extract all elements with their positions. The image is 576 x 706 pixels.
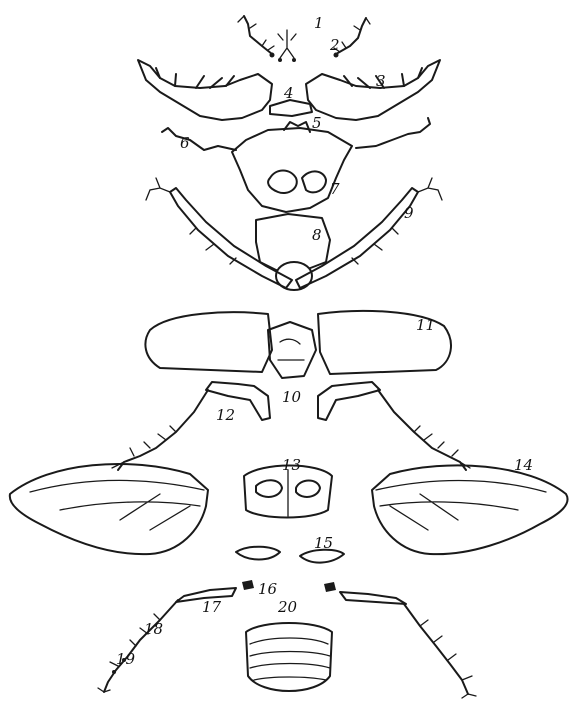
head-capsule-part-7 — [232, 122, 352, 212]
mandible-left — [138, 60, 272, 120]
mandible-right-part-3 — [306, 60, 440, 120]
label-15: 15 — [314, 534, 333, 552]
label-14: 14 — [514, 456, 533, 474]
label-10: 10 — [282, 388, 302, 406]
labrum-part-4 — [270, 100, 312, 116]
abdomen-part-20 — [246, 623, 332, 691]
mesothorax-part-10 — [268, 322, 316, 378]
label-1: 1 — [314, 14, 324, 32]
label-13: 13 — [282, 456, 301, 474]
labrum-palps-part-1 — [278, 30, 296, 62]
maxilla-left — [238, 16, 275, 58]
antenna-part-6 — [162, 118, 430, 150]
label-3: 3 — [376, 72, 386, 90]
label-5: 5 — [312, 114, 322, 132]
label-8: 8 — [312, 226, 322, 244]
trochanter-part-16 — [242, 580, 336, 592]
label-12: 12 — [216, 406, 235, 424]
label-19: 19 — [116, 650, 136, 668]
label-11: 11 — [416, 316, 435, 334]
label-20: 20 — [277, 598, 298, 616]
label-4: 4 — [283, 84, 294, 102]
label-16: 16 — [258, 580, 278, 598]
label-7: 7 — [330, 180, 340, 198]
label-9: 9 — [404, 204, 414, 222]
label-2: 2 — [329, 36, 340, 54]
label-17: 17 — [202, 598, 222, 616]
label-18: 18 — [144, 620, 163, 638]
label-6: 6 — [180, 134, 190, 152]
hind-wings-part-14 — [10, 464, 568, 554]
